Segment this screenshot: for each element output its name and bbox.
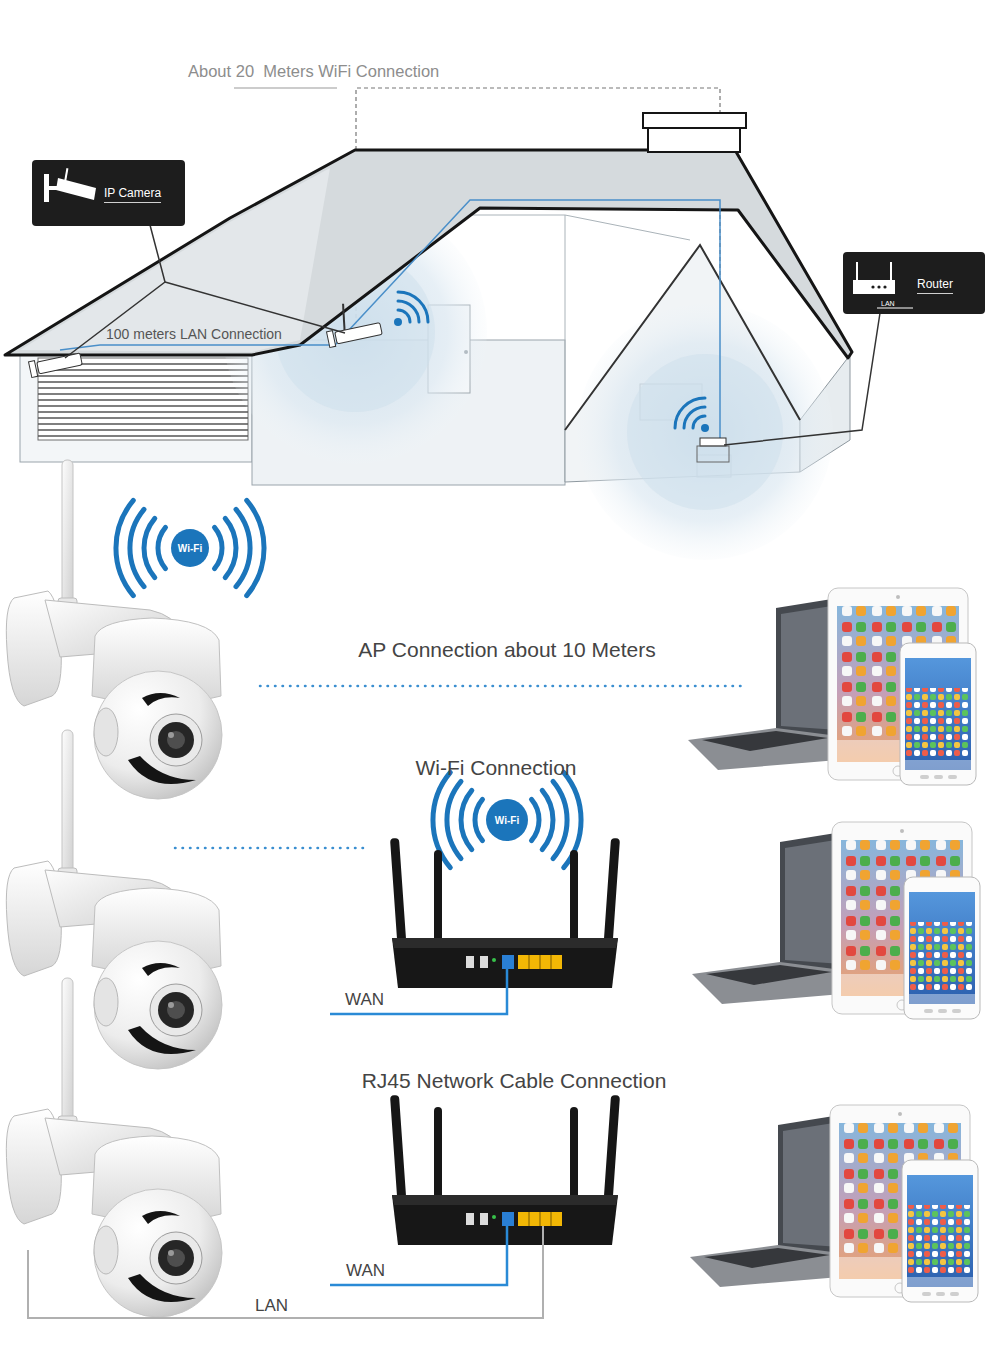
camera-icon — [64, 168, 68, 182]
client-devices — [692, 822, 980, 1019]
wifi-waves — [144, 518, 155, 577]
router — [390, 1095, 620, 1245]
text-label: LAN — [881, 300, 895, 308]
dashed-range — [234, 87, 337, 88]
bullet-camera — [29, 351, 83, 377]
roof — [5, 150, 852, 358]
network-cable — [330, 969, 507, 1014]
wifi-waves — [158, 527, 166, 568]
wifi-signal — [701, 424, 709, 432]
router-icon — [883, 285, 886, 288]
text-label: About 20 Meters WiFi Connection — [188, 62, 439, 81]
ptz-camera — [6, 460, 222, 799]
router-small — [697, 446, 729, 462]
router-icon — [853, 262, 913, 308]
wifi-waves — [247, 500, 264, 595]
camera-icon — [49, 186, 59, 190]
text-label: RJ45 Network Cable Connection — [362, 1069, 667, 1093]
bullet-camera — [29, 361, 38, 378]
client-devices — [688, 588, 976, 785]
camera-icon — [44, 174, 49, 202]
wifi-waves — [447, 781, 461, 858]
wifi-range — [577, 304, 833, 560]
roof — [5, 113, 852, 430]
text-label: Wi-Fi Connection — [415, 756, 576, 780]
router-small — [700, 438, 726, 446]
roof — [648, 128, 740, 152]
wifi-badge: Wi-Fi — [171, 529, 209, 567]
text-label: WAN — [345, 990, 384, 1010]
camera-icon — [56, 178, 96, 200]
wifi-signal — [394, 292, 709, 432]
ptz-camera — [6, 978, 222, 1317]
router-icon — [890, 262, 892, 280]
leader-line — [724, 313, 880, 445]
camera-icon — [44, 168, 96, 202]
roof — [643, 113, 746, 128]
wifi-waves — [553, 781, 567, 858]
network-cable — [330, 1226, 507, 1285]
wifi-signal — [675, 398, 705, 428]
wifi-waves — [236, 509, 250, 586]
callout-box: IP Camera — [32, 160, 185, 226]
lan-cable — [60, 200, 720, 440]
wifi-badge: Wi-Fi — [486, 799, 528, 841]
network-cable — [28, 969, 543, 1318]
router-icon — [853, 280, 895, 294]
dotted-link — [175, 686, 745, 848]
wifi-signal — [398, 292, 428, 322]
wifi-waves — [542, 790, 553, 849]
bullet-camera — [339, 304, 348, 330]
wifi-signal — [693, 416, 705, 428]
leader-line — [65, 225, 880, 445]
wifi-waves — [461, 790, 472, 849]
roof — [565, 245, 800, 430]
wifi-waves — [475, 799, 483, 840]
wifi-waves — [215, 527, 223, 568]
network-cable — [28, 1226, 543, 1318]
node-text: Router — [917, 277, 953, 294]
house — [38, 358, 248, 440]
router-icon — [877, 285, 880, 288]
node-text: IP Camera — [104, 186, 161, 203]
text-label: 100 meters LAN Connection — [106, 326, 282, 342]
text-label: WAN — [346, 1261, 385, 1281]
house — [38, 364, 248, 436]
dotted-link — [260, 685, 745, 688]
wifi-waves — [532, 799, 540, 840]
router-icon — [877, 308, 913, 309]
wifi-signal — [394, 318, 402, 326]
bullet-camera — [322, 297, 383, 347]
text-label: AP Connection about 10 Meters — [358, 638, 655, 662]
text-label: LAN — [255, 1296, 288, 1316]
callout-box: Router — [843, 252, 985, 314]
router — [390, 838, 620, 988]
wifi-waves — [225, 518, 236, 577]
house — [20, 350, 252, 462]
router-small — [697, 438, 729, 462]
wifi-waves — [130, 509, 144, 586]
bullet-camera — [327, 331, 336, 348]
wifi-signal — [398, 310, 410, 322]
house — [565, 215, 690, 240]
wifi-waves — [116, 500, 133, 595]
node-text: Wi-Fi — [178, 543, 202, 554]
client-devices — [690, 1105, 978, 1302]
router-icon — [871, 285, 874, 288]
bullet-camera — [37, 353, 83, 374]
bullet-camera — [335, 323, 382, 344]
dotted-link — [175, 847, 370, 850]
leader-line — [165, 282, 345, 333]
ptz-camera — [6, 730, 222, 1069]
node-text: Wi-Fi — [495, 815, 519, 826]
wifi-range — [627, 354, 783, 510]
wifi-signal — [398, 301, 419, 322]
router-icon — [856, 262, 858, 280]
wifi-signal — [684, 407, 705, 428]
